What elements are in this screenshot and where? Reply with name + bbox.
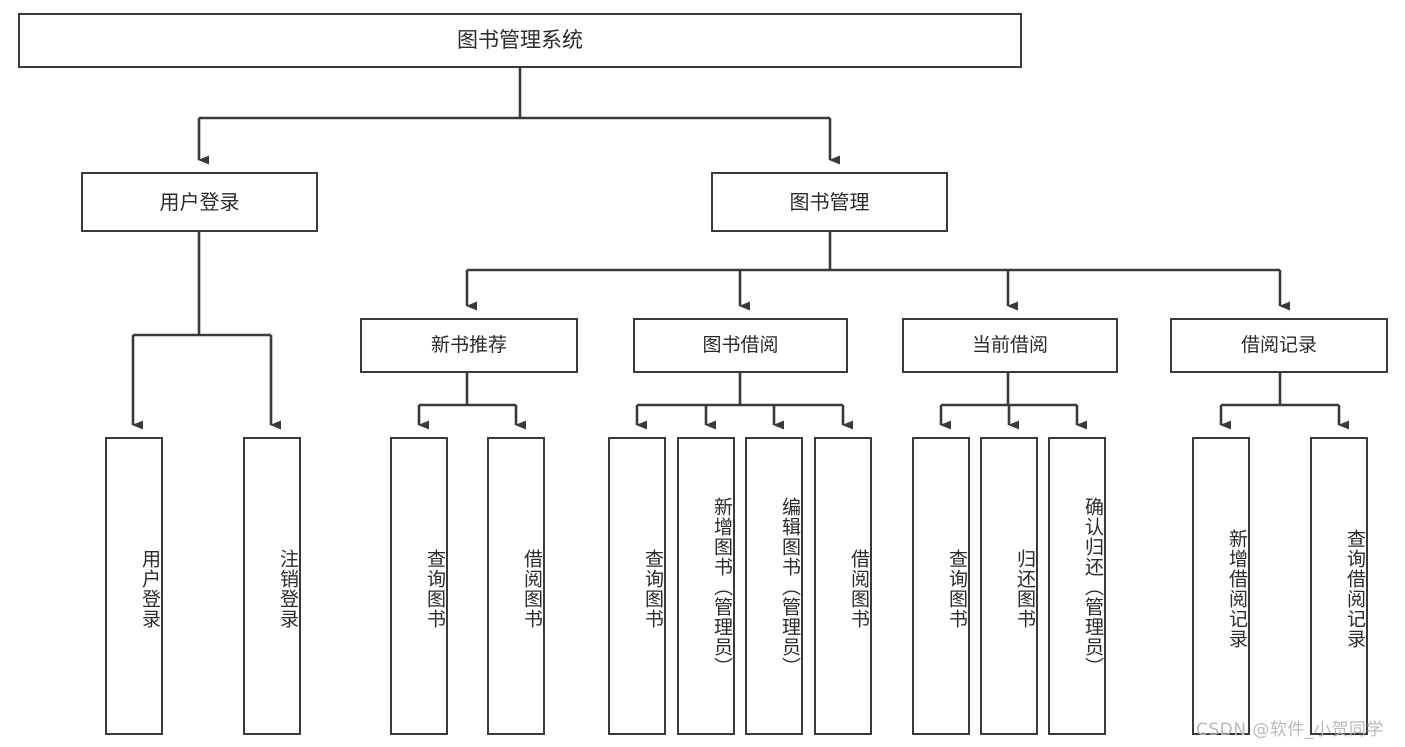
node-label: 确认归还（管理员） [1082, 497, 1104, 677]
node-label: 注销登录 [277, 549, 299, 629]
node-book-management[interactable]: 图书管理 [711, 172, 948, 232]
leaf-current-borrow-return-book[interactable]: 归还图书 [980, 437, 1038, 735]
node-label: 图书借阅 [702, 333, 779, 356]
node-label: 新增借阅记录 [1226, 529, 1248, 649]
leaf-borrow-record-query-record[interactable]: 查询借阅记录 [1310, 437, 1368, 735]
node-book-borrow[interactable]: 图书借阅 [633, 318, 848, 373]
node-new-book-recommend[interactable]: 新书推荐 [360, 318, 578, 373]
leaf-book-borrow-borrow-book[interactable]: 借阅图书 [814, 437, 872, 735]
node-label: 新增图书（管理员） [711, 497, 733, 677]
node-label: 新书推荐 [430, 333, 507, 356]
node-label: 借阅记录 [1240, 333, 1317, 356]
node-label: 图书管理系统 [457, 27, 583, 52]
node-label: 用户登录 [159, 189, 240, 214]
leaf-book-borrow-edit-book-admin[interactable]: 编辑图书（管理员） [745, 437, 803, 735]
leaf-book-borrow-query-book[interactable]: 查询图书 [608, 437, 666, 735]
node-label: 查询图书 [424, 549, 446, 629]
node-borrow-record[interactable]: 借阅记录 [1170, 318, 1388, 373]
csdn-watermark: CSDN @软件_小贺同学 [1196, 720, 1384, 740]
leaf-current-borrow-query-book[interactable]: 查询图书 [912, 437, 970, 735]
leaf-borrow-record-add-record[interactable]: 新增借阅记录 [1192, 437, 1250, 735]
node-label: 借阅图书 [521, 549, 543, 629]
node-label: 查询图书 [642, 549, 664, 629]
leaf-new-book-borrow-book[interactable]: 借阅图书 [487, 437, 545, 735]
node-user-login[interactable]: 用户登录 [81, 172, 318, 232]
node-label: 编辑图书（管理员） [779, 497, 801, 677]
leaf-book-borrow-add-book-admin[interactable]: 新增图书（管理员） [677, 437, 735, 735]
node-label: 图书管理 [789, 189, 870, 214]
leaf-user-login-login[interactable]: 用户登录 [105, 437, 163, 735]
node-label: 查询图书 [946, 549, 968, 629]
node-label: 查询借阅记录 [1344, 529, 1366, 649]
node-label: 借阅图书 [848, 549, 870, 629]
leaf-user-login-logout[interactable]: 注销登录 [243, 437, 301, 735]
node-label: 用户登录 [139, 549, 161, 629]
node-label: 归还图书 [1014, 549, 1036, 629]
node-root-book-management-system[interactable]: 图书管理系统 [18, 13, 1022, 68]
leaf-new-book-query-book[interactable]: 查询图书 [390, 437, 448, 735]
leaf-current-borrow-confirm-return-admin[interactable]: 确认归还（管理员） [1048, 437, 1106, 735]
node-label: 当前借阅 [971, 333, 1048, 356]
node-current-borrow[interactable]: 当前借阅 [902, 318, 1118, 373]
